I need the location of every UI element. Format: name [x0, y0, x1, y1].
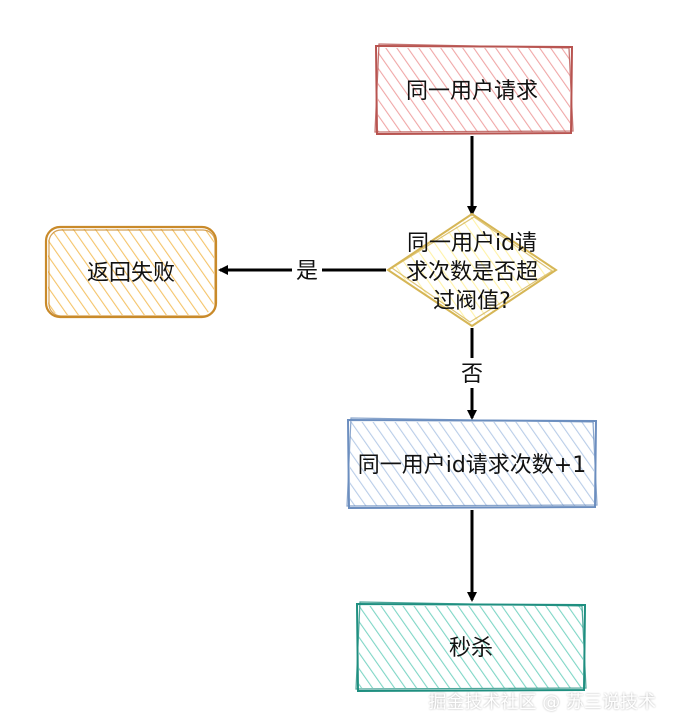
node-increment-count: 同一用户id请求次数+1 — [346, 417, 598, 510]
node-increment-count-label: 同一用户id请求次数+1 — [358, 453, 587, 478]
node-user-request: 同一用户请求 — [374, 43, 574, 136]
decision-label-line-3: 过阀值? — [433, 289, 511, 314]
decision-label-line-2: 求次数是否超 — [406, 260, 538, 285]
no-edge-label: 否 — [461, 362, 483, 387]
node-return-failure: 返回失败 — [44, 225, 218, 319]
node-seckill: 秒杀 — [355, 601, 587, 693]
node-decision: 同一用户id请 求次数是否超 过阀值? — [386, 212, 558, 328]
node-user-request-label: 同一用户请求 — [406, 79, 538, 104]
decision-label-line-1: 同一用户id请 — [407, 231, 537, 256]
watermark: 掘金技术社区 @ 苏三说技术 — [428, 692, 656, 713]
node-seckill-label: 秒杀 — [449, 636, 493, 661]
node-return-failure-label: 返回失败 — [87, 261, 175, 286]
arrow-decision-to-increment: 否 — [457, 328, 487, 420]
yes-edge-label: 是 — [296, 259, 318, 284]
arrow-decision-to-fail: 是 — [218, 255, 386, 285]
